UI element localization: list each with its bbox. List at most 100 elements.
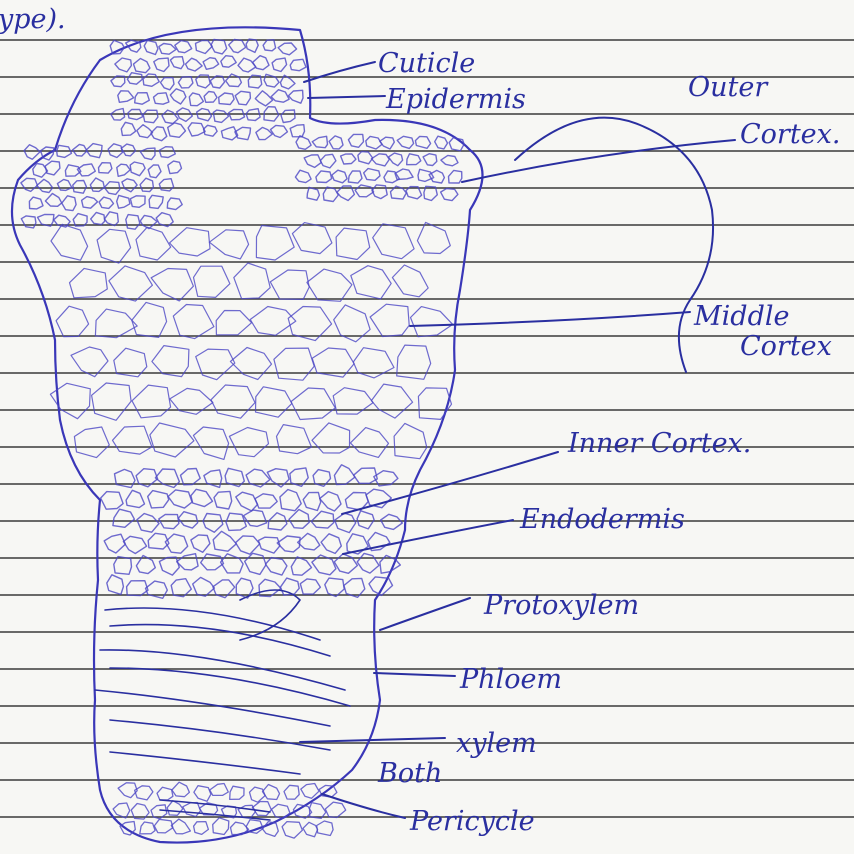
vascular-strand (110, 668, 350, 706)
cell (311, 511, 333, 528)
cell (92, 383, 132, 420)
label-phloem: Phloem (459, 664, 562, 695)
cell (296, 136, 311, 150)
cell (137, 514, 159, 533)
cell (168, 123, 186, 138)
cell (219, 93, 234, 105)
cell (216, 311, 251, 335)
cell (221, 56, 236, 67)
cell (171, 819, 190, 834)
cell (189, 93, 203, 106)
label-endodermis: Endodermis (519, 504, 685, 535)
cell (191, 535, 210, 552)
cell (123, 536, 146, 553)
cell (178, 512, 197, 528)
label-middle-cortex-line1: Middle (693, 301, 789, 332)
cell (45, 194, 61, 207)
cell (204, 92, 217, 103)
cell (290, 125, 304, 137)
cell (74, 427, 109, 458)
leader-outer-cortex (462, 140, 735, 182)
cell (113, 803, 130, 818)
cell (168, 161, 182, 174)
brace-outer-middle-cortex (515, 118, 713, 372)
cell (191, 489, 213, 506)
cell (211, 385, 255, 418)
cell (335, 513, 356, 532)
cell (395, 169, 413, 180)
cell (381, 514, 403, 529)
cell (194, 266, 230, 297)
cell (143, 74, 159, 86)
cell (70, 268, 108, 297)
cell (320, 154, 336, 168)
cell (113, 509, 134, 527)
cell (245, 553, 266, 574)
cell (140, 148, 155, 160)
cell (140, 215, 157, 228)
cell (101, 492, 124, 510)
cell (154, 58, 169, 71)
cell (188, 123, 205, 136)
cell (238, 58, 256, 72)
cell (117, 195, 130, 208)
cell (213, 110, 228, 122)
cell (24, 145, 40, 160)
cell (159, 179, 173, 191)
cell (258, 537, 280, 553)
cell (292, 223, 332, 254)
cell (354, 468, 378, 483)
cell (229, 39, 246, 52)
cell (203, 58, 219, 70)
cell (449, 170, 462, 183)
cell (144, 41, 158, 55)
cell (122, 179, 137, 192)
cell (45, 161, 60, 175)
cell (394, 423, 427, 458)
cell (183, 803, 201, 817)
leader-cuticle (304, 62, 375, 82)
cell (266, 558, 287, 576)
cell (117, 164, 130, 176)
cell (126, 40, 141, 52)
cell (140, 178, 153, 191)
leader-endodermis (343, 520, 513, 554)
cell (348, 171, 362, 183)
cell (143, 110, 158, 123)
cell (230, 348, 271, 380)
cell (373, 224, 414, 259)
label-middle-cortex-line2: Cortex (740, 331, 832, 362)
cell (284, 785, 299, 799)
cell (214, 491, 232, 509)
cell (162, 110, 178, 123)
cell (250, 787, 266, 802)
vascular-strand (95, 690, 330, 726)
cell (97, 229, 131, 263)
leader-middle-cortex (410, 312, 690, 326)
cell (181, 469, 201, 485)
cell (270, 270, 309, 299)
cell (210, 784, 229, 796)
cell (441, 189, 458, 201)
cell (441, 155, 458, 165)
cell (244, 510, 267, 526)
cell (109, 266, 152, 301)
cell (113, 426, 152, 454)
cell (95, 309, 137, 338)
cell (357, 553, 379, 573)
cell (371, 384, 412, 418)
cell (209, 230, 248, 259)
cell (255, 91, 272, 106)
cell (126, 490, 144, 507)
cell (193, 577, 215, 596)
cell (429, 170, 444, 183)
cell (316, 171, 332, 183)
cell (37, 179, 53, 192)
cell (246, 820, 263, 834)
cell (236, 492, 258, 511)
cell (230, 786, 244, 799)
cell (310, 803, 326, 819)
cell (203, 514, 223, 533)
cell (417, 222, 450, 253)
cell (295, 170, 311, 182)
